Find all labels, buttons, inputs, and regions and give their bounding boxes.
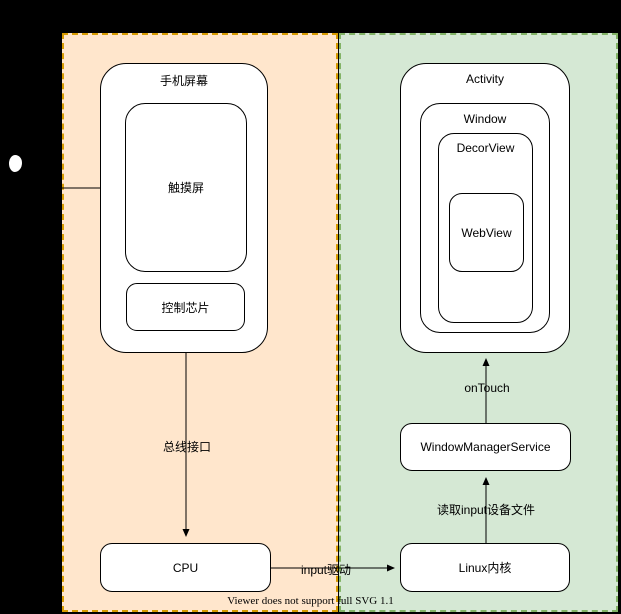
node-webview-label: WebView xyxy=(461,225,512,240)
node-activity-label: Activity xyxy=(465,72,504,86)
node-linux-kernel-label: Linux内核 xyxy=(458,561,512,575)
touch-indicator-icon xyxy=(9,155,22,172)
node-webview: WebView xyxy=(449,193,524,272)
node-window-label: Window xyxy=(463,112,507,126)
node-linux-kernel: Linux内核 xyxy=(400,543,570,592)
node-cpu: CPU xyxy=(100,543,271,592)
node-touch-screen-label: 触摸屏 xyxy=(167,181,204,195)
node-decorview-label: DecorView xyxy=(456,141,515,155)
node-control-chip: 控制芯片 xyxy=(126,283,245,331)
node-touch-screen: 触摸屏 xyxy=(125,103,247,272)
node-window-manager-service-label: WindowManagerService xyxy=(420,440,551,454)
node-control-chip-label: 控制芯片 xyxy=(161,300,210,315)
node-window-manager-service: WindowManagerService xyxy=(400,423,571,471)
svg-viewer-fallback-note: Viewer does not support full SVG 1.1 xyxy=(227,595,394,607)
node-cpu-label: CPU xyxy=(172,560,199,575)
node-phone-screen-label: 手机屏幕 xyxy=(159,74,208,88)
